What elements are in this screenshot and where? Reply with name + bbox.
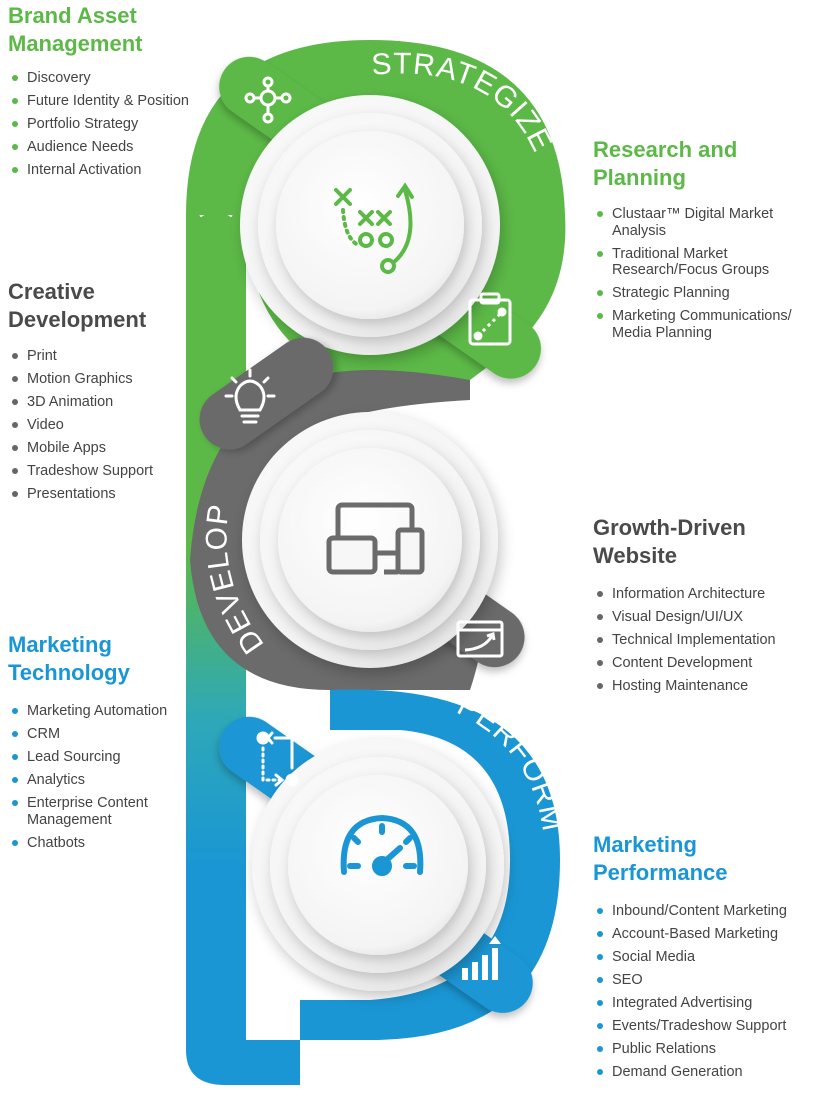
list-item: Technical Implementation	[593, 632, 798, 649]
list-item: Hosting Maintenance	[593, 678, 798, 695]
brand-asset-management-title: Brand Asset Management	[8, 2, 238, 58]
list-item: Marketing Communications/ Media Planning	[593, 308, 798, 341]
clipboard-chart-icon	[468, 292, 512, 346]
research-planning-title: Research and Planning	[593, 136, 798, 192]
list-item: Marketing Automation	[8, 703, 178, 720]
brand-asset-management-section: Brand Asset Management Discovery Future …	[8, 2, 238, 185]
list-item: Print	[8, 348, 208, 365]
list-item: Events/Tradeshow Support	[593, 1018, 803, 1035]
list-item: Social Media	[593, 949, 803, 966]
list-item: Public Relations	[593, 1041, 803, 1058]
section-title-line2: Management	[8, 31, 143, 56]
list-item: Clustaar™ Digital Market Analysis	[593, 206, 798, 239]
list-item: Tradeshow Support	[8, 463, 208, 480]
devices-icon	[326, 502, 425, 575]
section-title-line2: Development	[8, 307, 147, 332]
list-item: Demand Generation	[593, 1064, 803, 1081]
lightbulb-icon	[224, 368, 276, 424]
strategize-disc-stack	[240, 95, 500, 355]
section-title-line1: Marketing	[593, 832, 697, 857]
speedometer-icon	[340, 814, 424, 876]
list-item: Strategic Planning	[593, 285, 798, 302]
develop-disc-stack	[242, 412, 498, 668]
list-item: Future Identity & Position	[8, 93, 238, 110]
marketing-performance-title: Marketing Performance	[593, 831, 803, 887]
list-item: Chatbots	[8, 835, 178, 852]
section-title-line1: Marketing	[8, 632, 112, 657]
section-title-line1: Growth-Driven	[593, 515, 746, 540]
section-title-line1: Creative	[8, 279, 95, 304]
list-item: Information Architecture	[593, 586, 798, 603]
list-item: Content Development	[593, 655, 798, 672]
list-item: SEO	[593, 972, 803, 989]
creative-development-section: Creative Development Print Motion Graphi…	[8, 278, 208, 509]
growth-driven-website-list: Information Architecture Visual Design/U…	[593, 586, 798, 695]
brand-asset-list: Discovery Future Identity & Position Por…	[8, 70, 238, 179]
growth-driven-website-section: Growth-Driven Website Information Archit…	[593, 514, 798, 701]
section-title-line2: Planning	[593, 165, 686, 190]
list-item: Visual Design/UI/UX	[593, 609, 798, 626]
list-item: Internal Activation	[8, 162, 238, 179]
section-title-line1: Research and	[593, 137, 738, 162]
list-item: Enterprise Content Management	[8, 795, 178, 828]
creative-development-list: Print Motion Graphics 3D Animation Video…	[8, 348, 208, 503]
list-item: CRM	[8, 726, 178, 743]
section-title-line2: Website	[593, 543, 677, 568]
list-item: Analytics	[8, 772, 178, 789]
research-planning-list: Clustaar™ Digital Market Analysis Tradit…	[593, 206, 798, 341]
list-item: Audience Needs	[8, 139, 238, 156]
list-item: Lead Sourcing	[8, 749, 178, 766]
workflow-arrows-icon	[256, 731, 299, 787]
list-item: Presentations	[8, 486, 208, 503]
list-item: Motion Graphics	[8, 371, 208, 388]
list-item: Discovery	[8, 70, 238, 87]
marketing-technology-title: Marketing Technology	[8, 631, 178, 687]
list-item: Traditional Market Research/Focus Groups	[593, 246, 798, 279]
research-planning-section: Research and Planning Clustaar™ Digital …	[593, 136, 798, 348]
growth-driven-website-title: Growth-Driven Website	[593, 514, 798, 570]
list-item: Video	[8, 417, 208, 434]
develop-pill-top	[199, 337, 334, 450]
marketing-performance-section: Marketing Performance Inbound/Content Ma…	[593, 831, 803, 1087]
list-item: Account-Based Marketing	[593, 926, 803, 943]
list-item: Portfolio Strategy	[8, 116, 238, 133]
marketing-technology-list: Marketing Automation CRM Lead Sourcing A…	[8, 703, 178, 851]
browser-growth-icon	[456, 620, 504, 658]
list-item: Inbound/Content Marketing	[593, 903, 803, 920]
creative-development-title: Creative Development	[8, 278, 208, 334]
bar-chart-growth-icon	[462, 936, 501, 980]
network-nodes-icon	[244, 76, 292, 124]
list-item: 3D Animation	[8, 394, 208, 411]
section-title-line2: Technology	[8, 660, 130, 685]
marketing-performance-list: Inbound/Content Marketing Account-Based …	[593, 903, 803, 1081]
list-item: Mobile Apps	[8, 440, 208, 457]
list-item: Integrated Advertising	[593, 995, 803, 1012]
play-diagram-icon	[334, 182, 414, 274]
section-title-line1: Brand Asset	[8, 3, 137, 28]
marketing-technology-section: Marketing Technology Marketing Automatio…	[8, 631, 178, 858]
section-title-line2: Performance	[593, 860, 728, 885]
